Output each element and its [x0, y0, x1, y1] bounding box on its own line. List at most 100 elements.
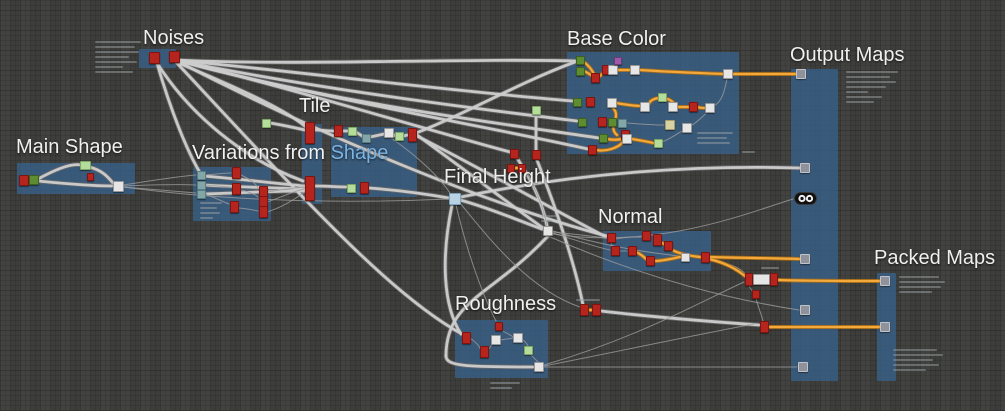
- node-red[interactable]: [479, 346, 489, 358]
- node-white[interactable]: [608, 65, 618, 75]
- wire: [172, 57, 579, 65]
- node-red[interactable]: [585, 97, 595, 107]
- node-red[interactable]: [606, 233, 616, 243]
- node-white[interactable]: [534, 362, 544, 372]
- node-teal[interactable]: [196, 170, 206, 180]
- node-red[interactable]: [509, 149, 519, 159]
- node-white[interactable]: [607, 98, 617, 108]
- node-lightgreen[interactable]: [653, 138, 663, 148]
- node-purple[interactable]: [614, 57, 622, 65]
- node-red[interactable]: [745, 272, 753, 286]
- node-red[interactable]: [231, 167, 241, 179]
- node-white[interactable]: [543, 226, 553, 236]
- node-green[interactable]: [575, 55, 585, 65]
- node-red[interactable]: [591, 304, 601, 316]
- node-red[interactable]: [148, 52, 160, 64]
- node-green[interactable]: [29, 175, 39, 185]
- node-red[interactable]: [231, 183, 241, 195]
- node-white[interactable]: [491, 335, 501, 345]
- node-white[interactable]: [384, 128, 394, 138]
- comment-text-line: [899, 291, 932, 293]
- node-red[interactable]: [229, 201, 239, 213]
- node-green[interactable]: [577, 117, 587, 127]
- node-red[interactable]: [305, 175, 315, 201]
- output-node[interactable]: [798, 362, 808, 372]
- group-frame-output-maps[interactable]: [791, 69, 838, 381]
- output-node[interactable]: [880, 322, 890, 332]
- node-red[interactable]: [587, 145, 597, 155]
- node-lightgreen[interactable]: [657, 92, 667, 102]
- node-red[interactable]: [495, 321, 503, 331]
- output-node[interactable]: [800, 163, 810, 173]
- node-red[interactable]: [258, 206, 268, 218]
- node-red[interactable]: [770, 272, 778, 286]
- node-green[interactable]: [607, 117, 617, 127]
- node-red[interactable]: [759, 321, 769, 333]
- node-red[interactable]: [597, 117, 607, 127]
- comment-text-line: [893, 364, 939, 366]
- node-red[interactable]: [168, 51, 180, 63]
- node-white[interactable]: [112, 180, 124, 192]
- node-red[interactable]: [507, 163, 515, 173]
- node-red[interactable]: [531, 150, 541, 160]
- output-node[interactable]: [880, 276, 890, 286]
- node-red[interactable]: [461, 332, 471, 344]
- node-red[interactable]: [641, 231, 651, 241]
- node-red[interactable]: [19, 174, 29, 186]
- node-green[interactable]: [572, 97, 582, 107]
- comment-text-line: [95, 71, 133, 73]
- node-teal[interactable]: [361, 133, 371, 143]
- node-teal[interactable]: [617, 118, 627, 128]
- node-red[interactable]: [305, 122, 315, 144]
- node-lightgreen[interactable]: [347, 126, 357, 136]
- node-red[interactable]: [688, 102, 698, 112]
- wire: [174, 60, 308, 129]
- node-tan[interactable]: [665, 120, 675, 130]
- node-red[interactable]: [700, 251, 710, 263]
- node-white[interactable]: [723, 69, 733, 79]
- node-white[interactable]: [705, 103, 715, 113]
- node-lightgreen[interactable]: [79, 160, 91, 170]
- node-lightgreen[interactable]: [531, 105, 541, 115]
- comment-note: [899, 276, 945, 296]
- comment-text-line: [697, 137, 727, 139]
- node-red[interactable]: [359, 182, 369, 194]
- node-red[interactable]: [518, 163, 526, 173]
- node-white[interactable]: [630, 65, 640, 75]
- node-white[interactable]: [682, 123, 692, 133]
- node-red[interactable]: [407, 128, 417, 142]
- node-red[interactable]: [333, 125, 343, 137]
- output-node[interactable]: [800, 254, 810, 264]
- node-red[interactable]: [663, 241, 673, 251]
- link-icon[interactable]: [794, 192, 817, 205]
- node-white[interactable]: [668, 102, 678, 112]
- node-teal[interactable]: [196, 189, 206, 199]
- output-node[interactable]: [796, 69, 806, 79]
- node-wide[interactable]: [752, 273, 770, 285]
- wire: [459, 202, 581, 308]
- node-lightgreen[interactable]: [394, 131, 404, 141]
- comment-text-line: [541, 215, 557, 217]
- node-red[interactable]: [752, 289, 760, 299]
- node-red[interactable]: [652, 234, 662, 246]
- node-white[interactable]: [640, 102, 650, 112]
- node-green[interactable]: [575, 66, 585, 76]
- node-lightgreen[interactable]: [261, 118, 271, 128]
- node-red[interactable]: [627, 246, 637, 256]
- node-red[interactable]: [590, 73, 600, 83]
- node-lightgreen[interactable]: [346, 183, 356, 193]
- node-green[interactable]: [598, 133, 608, 143]
- node-white[interactable]: [513, 333, 523, 343]
- node-lightgreen[interactable]: [523, 345, 533, 355]
- output-node[interactable]: [800, 305, 810, 315]
- node-white[interactable]: [680, 252, 690, 262]
- node-teal[interactable]: [196, 180, 206, 190]
- section-label-text: Normal: [598, 206, 663, 228]
- node-white[interactable]: [622, 134, 632, 144]
- node-red[interactable]: [645, 256, 655, 266]
- node-red[interactable]: [86, 173, 94, 181]
- node-red[interactable]: [579, 304, 589, 316]
- node-bluewhite[interactable]: [449, 193, 461, 205]
- node-red[interactable]: [610, 246, 620, 256]
